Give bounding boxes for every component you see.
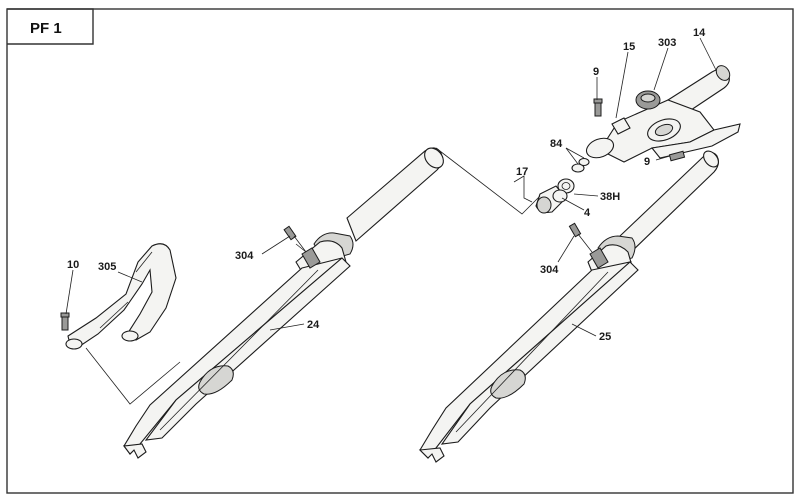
assembly-line-bracket-17 xyxy=(513,175,533,203)
label-24: 24 xyxy=(307,319,320,331)
label-304-left: 304 xyxy=(235,250,254,262)
label-4: 4 xyxy=(584,207,591,219)
page-title: PF 1 xyxy=(30,20,62,37)
label-17: 17 xyxy=(516,166,528,178)
diagram-frame xyxy=(6,8,794,494)
bolt-9-lower xyxy=(668,150,686,162)
label-38h: 38H xyxy=(600,191,620,203)
brake-arch-305 xyxy=(65,243,177,350)
label-10: 10 xyxy=(67,259,79,271)
assembly-line-center xyxy=(435,147,541,215)
ring-4 xyxy=(552,189,568,203)
label-15: 15 xyxy=(623,41,635,53)
bolt-10 xyxy=(60,312,70,331)
label-303: 303 xyxy=(658,37,676,49)
label-304-right: 304 xyxy=(540,264,559,276)
steerer-crown-14 xyxy=(585,65,741,163)
label-14: 14 xyxy=(693,27,706,39)
label-9-lower: 9 xyxy=(644,156,650,168)
assembly-line-left xyxy=(85,347,181,405)
label-25: 25 xyxy=(599,331,611,343)
ring-84 xyxy=(571,157,590,173)
leader-lines xyxy=(65,37,717,337)
fork-leg-25 xyxy=(418,150,720,463)
label-9-upper: 9 xyxy=(593,66,599,78)
title-box: PF 1 xyxy=(7,8,94,45)
fork-leg-24 xyxy=(122,147,444,459)
label-84: 84 xyxy=(550,138,563,150)
bolt-9-upper xyxy=(593,98,603,117)
label-305: 305 xyxy=(98,261,116,273)
